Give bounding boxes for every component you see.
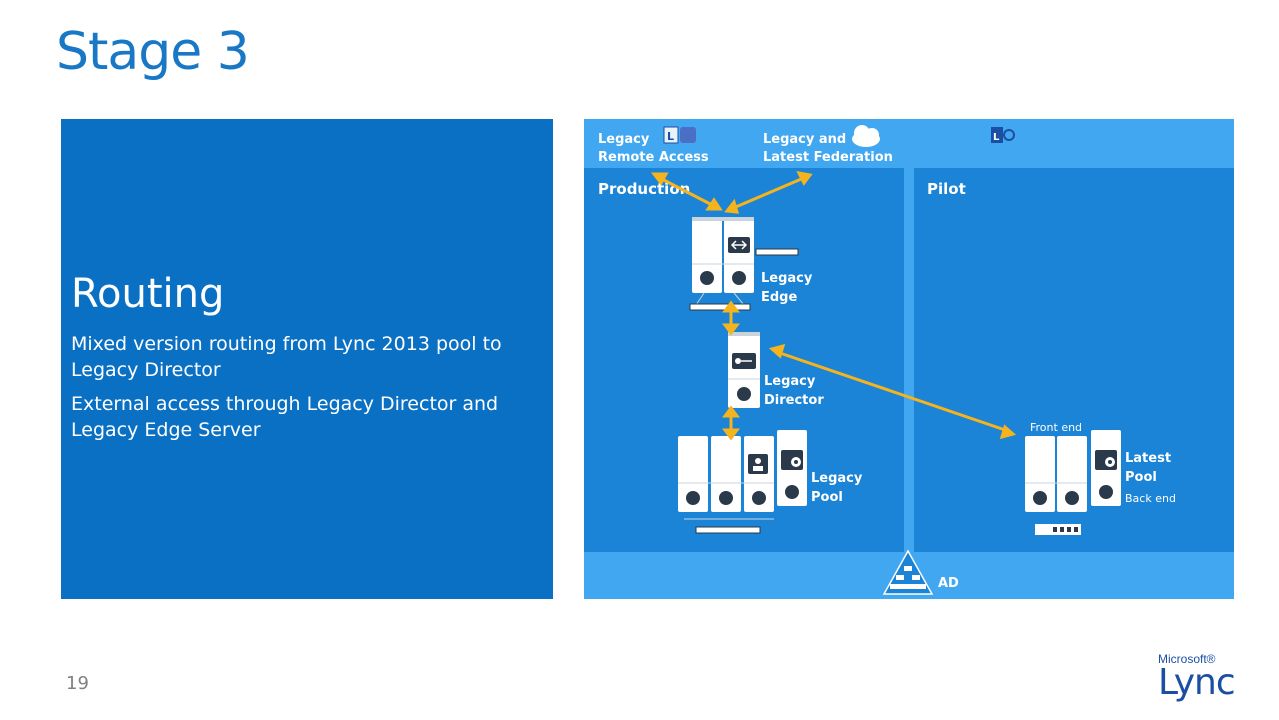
panel-heading: Routing [71, 271, 225, 317]
arrow-head [796, 170, 813, 186]
back-end-label: Back end [1125, 492, 1176, 505]
bullet-list: Mixed version routing from Lync 2013 poo… [71, 331, 541, 451]
legacy-edge-label: Legacy Edge [761, 271, 817, 305]
directory-icon [882, 549, 934, 595]
routing-panel: Routing Mixed version routing from Lync … [61, 119, 553, 599]
topology-diagram: Legacy Remote Access L Legacy and Latest… [584, 119, 1234, 599]
legacy-pool-label: Legacy Pool [811, 471, 867, 505]
bullet-item: External access through Legacy Director … [71, 393, 499, 441]
legacy-pool-servers [678, 430, 807, 534]
logo-product: Lync [1158, 662, 1236, 703]
arrow-head [705, 197, 723, 211]
arrow-head [722, 428, 740, 441]
federation-arrow [730, 175, 807, 211]
database-icon [781, 450, 803, 470]
latest-pool-label: Latest Pool [1125, 451, 1176, 485]
svg-text:L: L [993, 132, 1000, 143]
slide-title: Stage 3 [56, 22, 250, 82]
remote-access-label: Legacy Remote Access [598, 132, 709, 165]
pilot-label: Pilot [927, 180, 966, 198]
arrow-head [722, 300, 740, 313]
arrow-head [650, 172, 669, 186]
bullet-item: Mixed version routing from Lync 2013 poo… [71, 333, 502, 381]
director-latest-pool-arrow [776, 350, 1009, 433]
legacy-director-label: Legacy Director [764, 374, 824, 408]
production-label: Production [598, 180, 690, 198]
svg-text:L: L [667, 130, 674, 143]
key-icon [732, 353, 756, 369]
database-icon [1095, 450, 1117, 470]
front-end-label: Front end [1030, 421, 1082, 434]
user-icon [748, 454, 768, 474]
arrow-head [724, 198, 740, 214]
microsoft-lync-logo: Microsoft® Lync [1158, 652, 1238, 708]
legacy-edge-server [689, 217, 799, 311]
arrow-head [722, 405, 740, 418]
edge-icon [728, 237, 750, 253]
office-icon: L [991, 127, 1015, 143]
remote-access-arrow [657, 175, 717, 209]
arrow-head [722, 323, 740, 336]
connection-arrows [650, 170, 1017, 441]
page-number: 19 [66, 673, 89, 694]
latest-pool-servers [1025, 430, 1121, 535]
legacy-director-server [728, 332, 760, 408]
arrow-head [768, 343, 786, 359]
logo-brand: Microsoft® [1158, 652, 1216, 666]
federation-label: Legacy and Latest Federation [763, 132, 893, 165]
cloud-icon [852, 125, 880, 147]
ad-label: AD [938, 576, 959, 591]
lync-icon: L [663, 126, 696, 144]
arrow-head [999, 424, 1017, 440]
